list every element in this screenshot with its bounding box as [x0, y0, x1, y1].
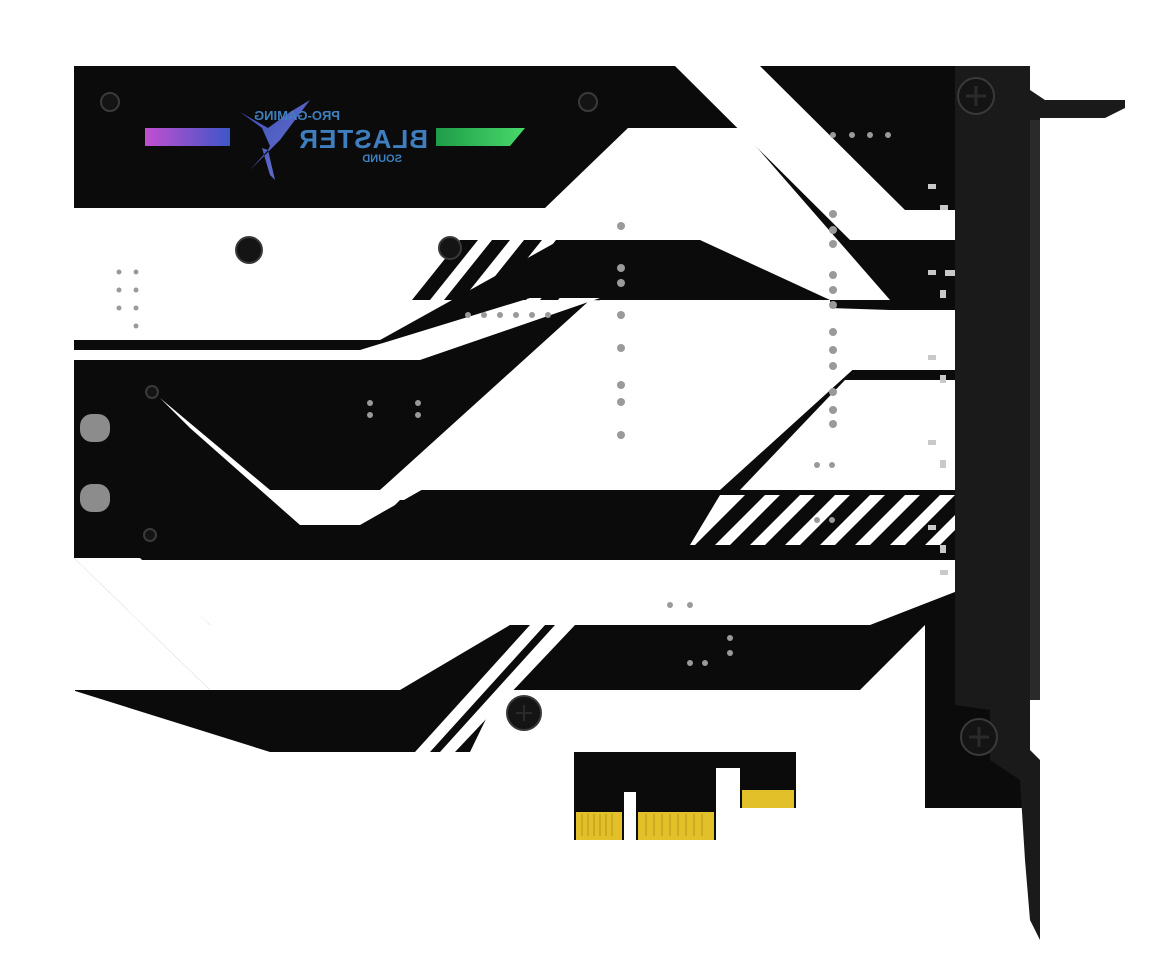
via-dots [116, 132, 891, 666]
logo-gradient-bar-right [436, 128, 525, 146]
mounting-bracket [955, 66, 1125, 940]
sound-blaster-x-logo: PRO-GAMING BLASTER SOUND [145, 100, 525, 180]
logo-x-mark [240, 100, 310, 180]
screw-crosses [516, 705, 532, 721]
center-black-band [345, 500, 685, 555]
left-connectors [74, 398, 110, 528]
logo-gradient-bar-left [145, 128, 230, 146]
logo-word-sub: PRO-GAMING [254, 108, 340, 123]
hatch-upper [412, 240, 606, 300]
logo-word-small: SOUND [362, 153, 402, 165]
pcie-connector [574, 752, 796, 840]
logo-word-big: BLASTER [298, 124, 428, 154]
